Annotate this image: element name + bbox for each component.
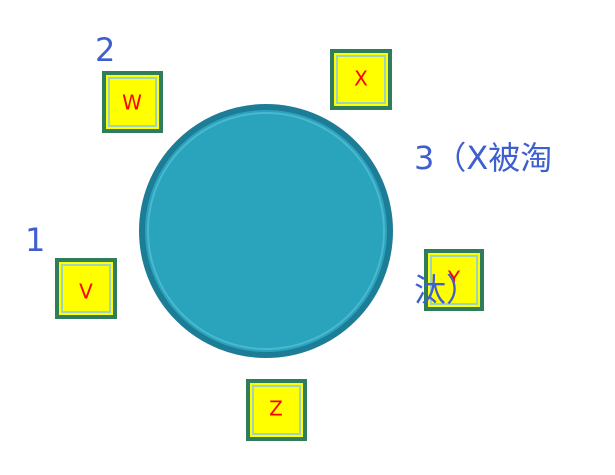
seat-z-label: Z: [269, 397, 283, 421]
seat-v: V: [55, 258, 117, 319]
label-3-line-2: 汰）: [414, 271, 479, 309]
seat-y: Y: [424, 249, 484, 311]
round-table: [139, 104, 393, 358]
seat-w-label: W: [122, 91, 142, 115]
seat-w: W: [102, 71, 163, 133]
round-table-inner-ring: [147, 112, 385, 350]
label-3-line-1: 3（X被淘: [414, 139, 553, 177]
label-1: 1: [25, 221, 46, 259]
seat-v-label: V: [79, 280, 93, 304]
seat-y-label: Y: [447, 267, 461, 291]
seat-x-label: X: [354, 67, 368, 91]
label-2: 2: [95, 31, 116, 69]
label-3-note: 3（X被淘 汰）: [414, 48, 604, 356]
seat-x: X: [330, 49, 392, 110]
seat-z: Z: [246, 379, 307, 441]
